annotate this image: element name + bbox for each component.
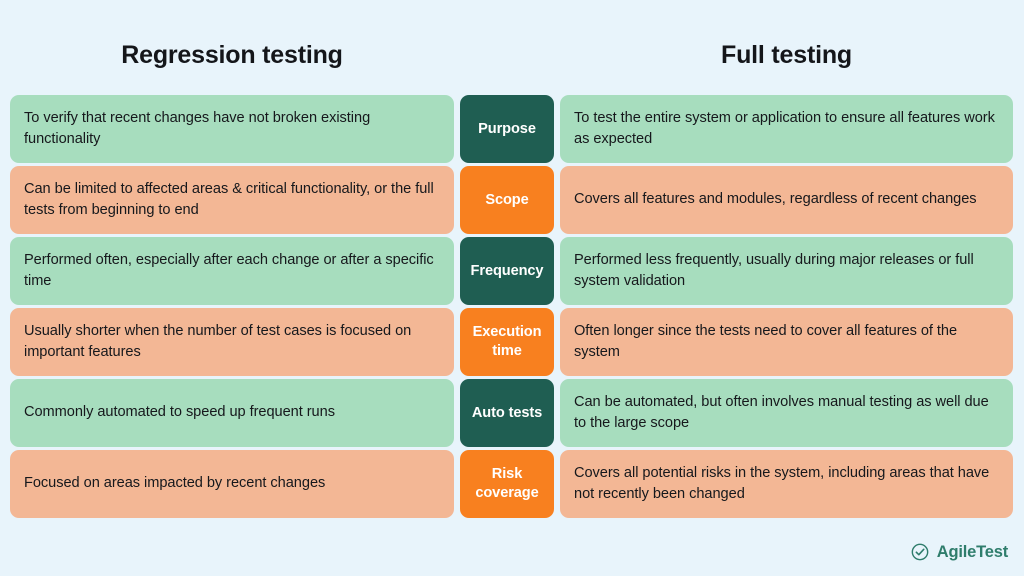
cell-full-testing: Covers all potential risks in the system… [560, 450, 1013, 518]
logo-text-secondary: Test [976, 542, 1008, 561]
column-headings: Regression testing Full testing [10, 41, 1013, 70]
cell-full-testing: Covers all features and modules, regardl… [560, 166, 1013, 234]
cell-regression-testing: Performed often, especially after each c… [10, 237, 454, 305]
criterion-label: Scope [460, 166, 554, 234]
table-row: Usually shorter when the number of test … [10, 308, 1013, 376]
cell-regression-testing: Can be limited to affected areas & criti… [10, 166, 454, 234]
brand-footer: AgileTest [910, 542, 1008, 562]
criterion-label: Purpose [460, 95, 554, 163]
logo-text-primary: Agile [936, 542, 977, 561]
cell-regression-testing: Focused on areas impacted by recent chan… [10, 450, 454, 518]
criterion-label: Risk coverage [460, 450, 554, 518]
heading-regression-testing: Regression testing [121, 41, 343, 69]
table-row: Performed often, especially after each c… [10, 237, 1013, 305]
criterion-label: Frequency [460, 237, 554, 305]
cell-full-testing: Can be automated, but often involves man… [560, 379, 1013, 447]
table-row: Can be limited to affected areas & criti… [10, 166, 1013, 234]
cell-full-testing: To test the entire system or application… [560, 95, 1013, 163]
heading-full-testing: Full testing [721, 41, 852, 69]
cell-full-testing: Performed less frequently, usually durin… [560, 237, 1013, 305]
table-row: Focused on areas impacted by recent chan… [10, 450, 1013, 518]
criterion-label: Execution time [460, 308, 554, 376]
cell-regression-testing: To verify that recent changes have not b… [10, 95, 454, 163]
cell-regression-testing: Commonly automated to speed up frequent … [10, 379, 454, 447]
table-row: Commonly automated to speed up frequent … [10, 379, 1013, 447]
logo-text: AgileTest [937, 543, 1008, 562]
table-row: To verify that recent changes have not b… [10, 95, 1013, 163]
cell-full-testing: Often longer since the tests need to cov… [560, 308, 1013, 376]
cell-regression-testing: Usually shorter when the number of test … [10, 308, 454, 376]
criterion-label: Auto tests [460, 379, 554, 447]
check-circle-icon [910, 542, 930, 562]
comparison-table: To verify that recent changes have not b… [10, 95, 1013, 521]
